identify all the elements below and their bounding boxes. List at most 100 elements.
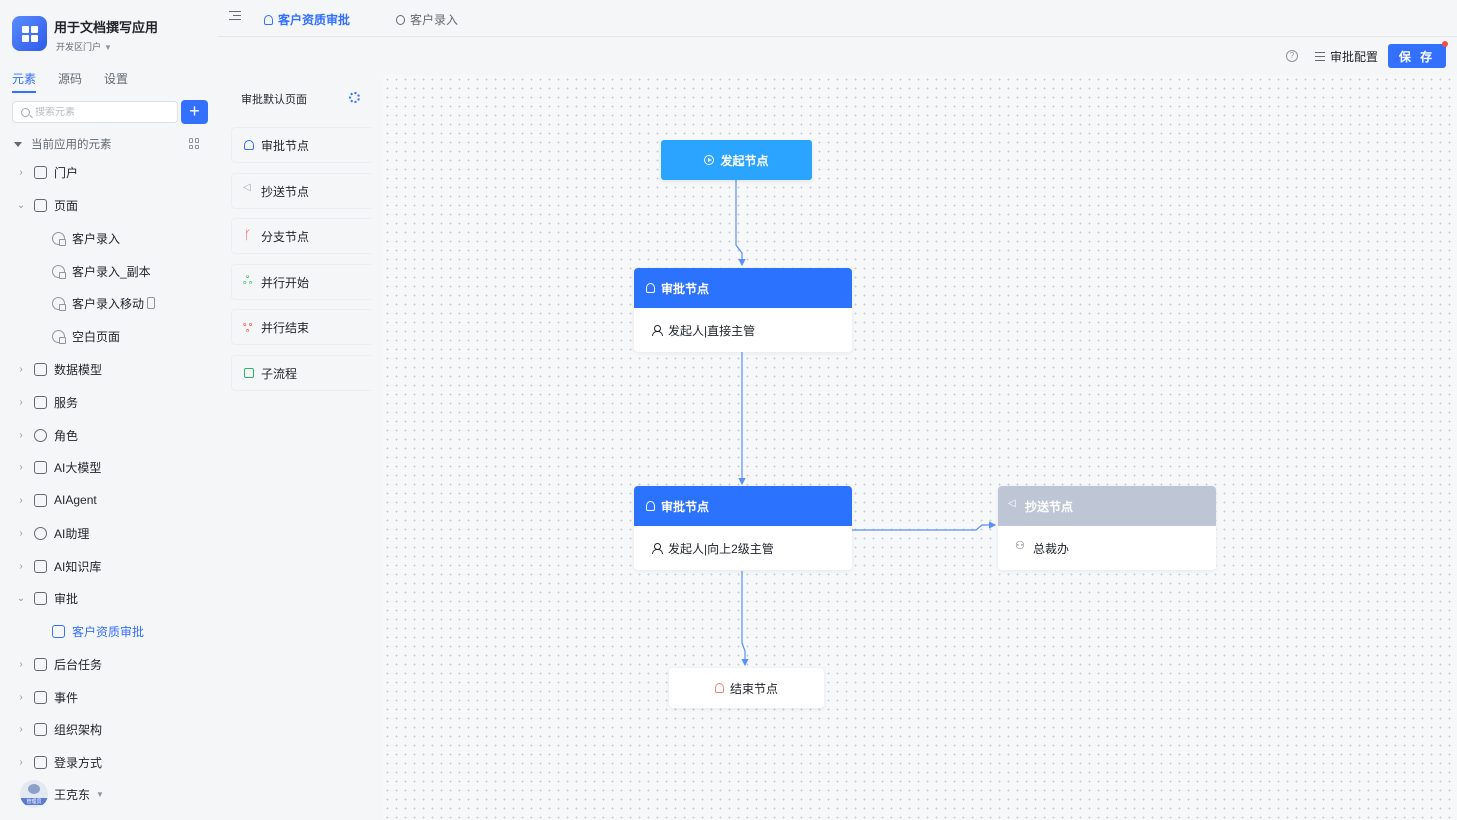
sidebar-item-label: 服务: [54, 395, 79, 410]
send-icon: [243, 182, 254, 196]
unsaved-dot: [1442, 41, 1448, 47]
subprocess-icon: [244, 368, 254, 378]
chevron-right-icon: ›: [19, 166, 23, 178]
page-item-icon: [396, 14, 405, 25]
sidebar-item-role[interactable]: › 角色: [14, 423, 78, 447]
palette-item-label: 抄送节点: [261, 184, 310, 199]
cc-node[interactable]: 抄送节点 总裁办: [998, 486, 1216, 570]
sidebar-item-label: AI大模型: [54, 460, 102, 475]
triangle-down-icon: [14, 141, 22, 147]
chevron-right-icon: ›: [19, 723, 23, 735]
sidebar-item-label: AI知识库: [54, 559, 102, 574]
sidebar-item-label: 页面: [54, 198, 79, 213]
node-body: 总裁办: [998, 526, 1216, 570]
toolbar: ? 审批配置 保 存: [1285, 41, 1448, 68]
chevron-right-icon: ›: [19, 461, 23, 473]
app-title: 用于文档撰写应用: [54, 20, 159, 35]
caret-down-icon: ▼: [96, 789, 104, 799]
sidebar-item-ai-model[interactable]: › AI大模型: [14, 455, 101, 479]
tab-source[interactable]: 源码: [58, 72, 83, 86]
node-title: 审批节点: [661, 281, 710, 296]
start-node[interactable]: 发起节点: [661, 140, 812, 180]
tab-label: 客户资质审批: [278, 13, 351, 27]
book-icon: [34, 559, 47, 573]
flow-canvas[interactable]: 发起节点 审批节点 发起人|直接主管 审批节点 发起人|向上2级主管 抄送节点 …: [383, 75, 1457, 820]
palette-parallel-end[interactable]: 并行结束: [231, 309, 371, 345]
play-circle-icon: [704, 155, 715, 165]
sidebar-item-ai-assistant[interactable]: › AI助理: [14, 521, 89, 545]
start-node-label: 发起节点: [720, 153, 769, 168]
approval-config-button[interactable]: 审批配置: [1314, 48, 1378, 65]
tab-customer-qualification-approval[interactable]: 客户资质审批: [264, 11, 350, 28]
user-name: 王克东: [54, 787, 91, 802]
tab-customer-entry[interactable]: 客户录入: [396, 11, 458, 28]
node-recipient: 总裁办: [1033, 541, 1070, 556]
approval-node-2[interactable]: 审批节点 发起人|向上2级主管: [634, 486, 852, 570]
chevron-right-icon: ›: [19, 691, 23, 703]
save-label: 保 存: [1398, 49, 1436, 64]
sidebar-item-label: 客户录入移动: [72, 296, 145, 311]
tab-label: 客户录入: [410, 13, 459, 27]
sidebar-item-approval[interactable]: ⌄ 审批: [14, 586, 78, 610]
sidebar-item-background-tasks[interactable]: › 后台任务: [14, 652, 102, 676]
save-button[interactable]: 保 存: [1388, 41, 1448, 68]
stamp-icon: [52, 624, 65, 638]
sidebar-item-label: 客户录入_副本: [72, 264, 151, 279]
chevron-down-icon: ⌄: [16, 199, 26, 211]
sidebar-item-org-structure[interactable]: › 组织架构: [14, 717, 102, 741]
palette-branch-node[interactable]: 分支节点: [231, 218, 371, 254]
page-item-icon: [52, 264, 66, 279]
sidebar-item-ai-knowledge-base[interactable]: › AI知识库: [14, 554, 101, 578]
search-icon: [21, 107, 30, 117]
palette-subprocess[interactable]: 子流程: [231, 355, 371, 391]
task-icon: [34, 657, 47, 671]
sidebar-item-login-method[interactable]: › 登录方式: [14, 750, 102, 774]
collapse-sidebar-icon[interactable]: [229, 11, 241, 21]
sidebar-item-ai-agent[interactable]: › AIAgent: [14, 488, 97, 512]
tree-section-header[interactable]: 当前应用的元素: [14, 136, 204, 152]
sidebar-item-customer-entry-copy[interactable]: 客户录入_副本: [52, 259, 151, 283]
sidebar-item-blank-page[interactable]: 空白页面: [52, 324, 120, 348]
sidebar-item-label: 后台任务: [54, 657, 103, 672]
sidebar-tabs: 元素 源码 设置: [12, 70, 128, 93]
sidebar-item-service[interactable]: › 服务: [14, 390, 78, 414]
node-header: 抄送节点: [998, 486, 1216, 526]
sidebar-item-label: 组织架构: [54, 722, 103, 737]
approval-node-1[interactable]: 审批节点 发起人|直接主管: [634, 268, 852, 352]
login-icon: [34, 755, 47, 769]
sidebar-item-pages[interactable]: ⌄ 页面: [14, 193, 78, 217]
link-approval-2-to-cc: [851, 521, 997, 531]
user-menu[interactable]: 管理员 王克东 ▼: [20, 780, 104, 808]
search-input[interactable]: [35, 106, 165, 118]
ai-model-icon: [34, 460, 47, 474]
sidebar-item-data-model[interactable]: › 数据模型: [14, 357, 102, 381]
add-element-button[interactable]: +: [181, 100, 208, 124]
palette-cc-node[interactable]: 抄送节点: [231, 173, 371, 209]
config-label: 审批配置: [1329, 49, 1378, 64]
palette-parallel-start[interactable]: 并行开始: [231, 264, 371, 300]
sidebar-item-label: 事件: [54, 690, 79, 705]
portal-selector[interactable]: 开发区门户▼: [56, 40, 112, 53]
chevron-right-icon: ›: [19, 396, 23, 408]
gear-icon[interactable]: [349, 92, 360, 103]
sidebar-item-customer-entry-mobile[interactable]: 客户录入移动: [52, 291, 156, 315]
sidebar-item-label: 客户录入: [72, 231, 121, 246]
sidebar-item-portal[interactable]: › 门户: [14, 160, 78, 184]
sidebar-item-label: AIAgent: [54, 493, 97, 507]
node-title: 审批节点: [661, 499, 710, 514]
sidebar-item-customer-qualification-approval[interactable]: 客户资质审批: [52, 619, 144, 643]
sidebar-item-customer-entry[interactable]: 客户录入: [52, 226, 120, 250]
page-icon: [34, 198, 47, 212]
palette-approval-node[interactable]: 审批节点: [231, 127, 371, 163]
end-node-label: 结束节点: [729, 681, 778, 696]
page-item-icon: [52, 329, 66, 344]
help-icon[interactable]: ?: [1285, 50, 1298, 62]
tab-elements[interactable]: 元素: [12, 70, 37, 93]
sidebar-item-events[interactable]: › 事件: [14, 685, 78, 709]
palette-item-label: 审批节点: [261, 138, 310, 153]
avatar: 管理员: [20, 780, 48, 808]
end-node[interactable]: 结束节点: [669, 668, 824, 708]
tab-settings[interactable]: 设置: [104, 72, 129, 86]
parallel-start-icon: [243, 273, 254, 289]
grid-view-icon[interactable]: [189, 138, 200, 149]
